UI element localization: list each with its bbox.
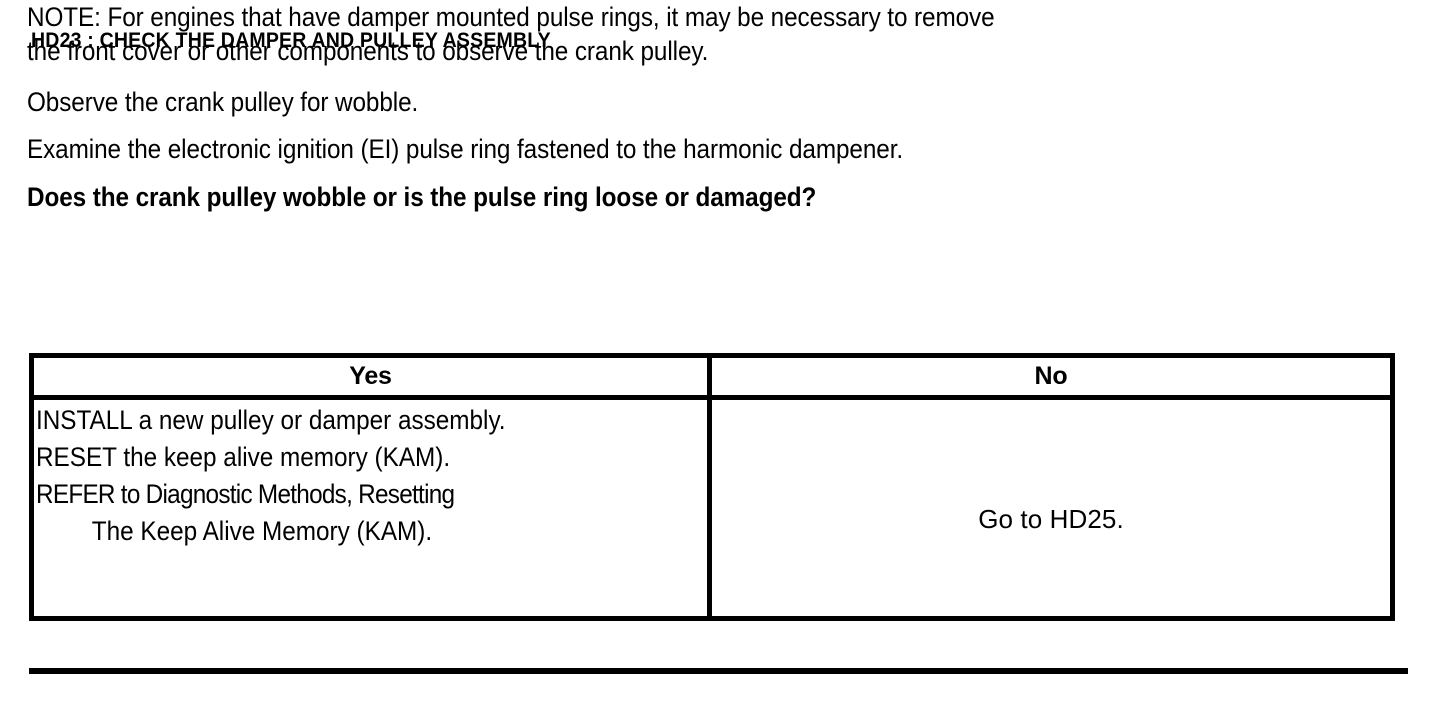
decision-question: Does the crank pulley wobble or is the p… xyxy=(27,182,817,212)
page-title: HD23 : CHECK THE DAMPER AND PULLEY ASSEM… xyxy=(31,29,551,52)
observe-instruction: Observe the crank pulley for wobble. xyxy=(27,87,419,117)
yes-action-line-3: REFER to Diagnostic Methods, Resetting xyxy=(36,479,455,509)
footer-divider xyxy=(29,668,1408,674)
table-body-row: INSTALL a new pulley or damper assembly.… xyxy=(34,400,1390,621)
no-action-text: Go to HD25. xyxy=(978,504,1124,534)
examine-instruction: Examine the electronic ignition (EI) pul… xyxy=(27,134,904,164)
yes-action-line-2: RESET the keep alive memory (KAM). xyxy=(36,442,451,472)
note-line-1: NOTE: For engines that have damper mount… xyxy=(27,2,995,32)
note-paragraph: NOTE: For engines that have damper mount… xyxy=(27,0,1426,68)
table-header-cell-yes: Yes xyxy=(34,358,712,395)
header-label-yes: Yes xyxy=(349,362,392,390)
yes-action-line-1: INSTALL a new pulley or damper assembly. xyxy=(36,405,506,435)
table-header-cell-no: No xyxy=(712,358,1390,395)
decision-table: Yes No INSTALL a new pulley or damper as… xyxy=(29,353,1395,621)
table-header-row: Yes No xyxy=(34,358,1390,400)
header-label-no: No xyxy=(1034,362,1068,390)
note-line-2: the front cover or other components to o… xyxy=(27,36,709,66)
table-cell-yes: INSTALL a new pulley or damper assembly.… xyxy=(34,400,712,621)
yes-action-list: INSTALL a new pulley or damper assembly.… xyxy=(36,402,706,550)
yes-action-line-4: The Keep Alive Memory (KAM). xyxy=(91,516,433,546)
table-cell-no: Go to HD25. xyxy=(712,400,1390,621)
